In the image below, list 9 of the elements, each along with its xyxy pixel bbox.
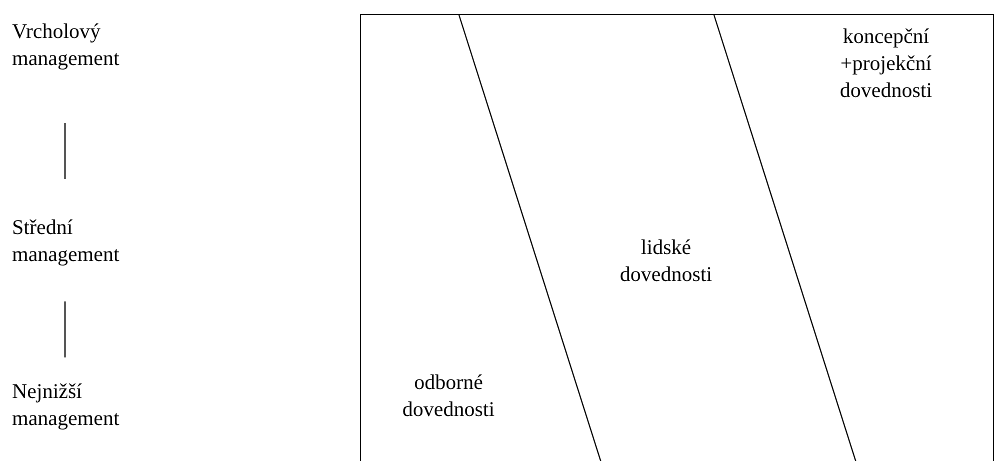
band-label: koncepční +projekční dovednosti [838, 23, 934, 104]
connector-line [64, 301, 66, 358]
level-label: Nejnižší management [12, 378, 162, 434]
level-label: Střední management [12, 214, 162, 270]
level-label: Vrcholový management [12, 18, 162, 74]
connector-line [64, 123, 66, 179]
chart-frame [360, 14, 994, 461]
band-label: odborné dovednosti [401, 369, 496, 423]
band-label: lidské dovednosti [618, 234, 714, 288]
